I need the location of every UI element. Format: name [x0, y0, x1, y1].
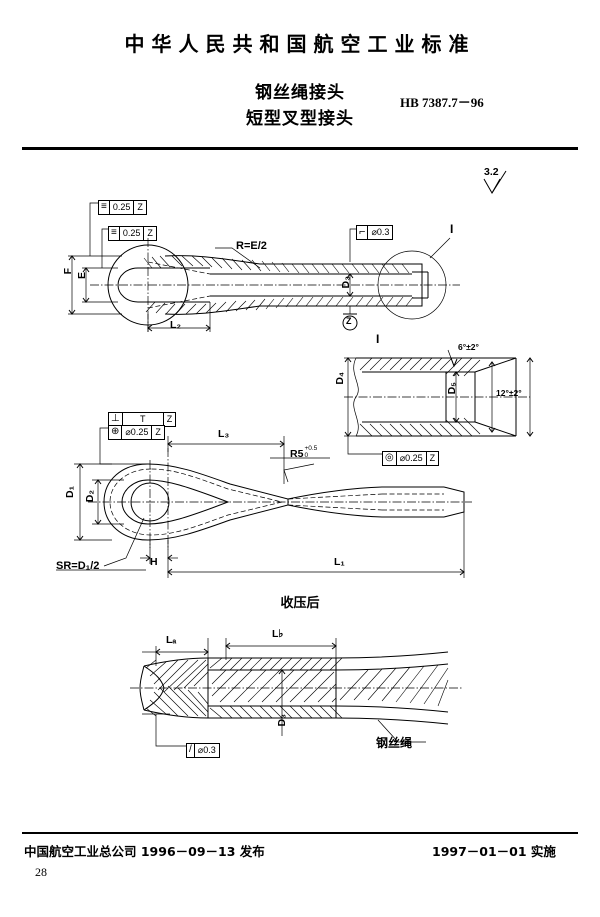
- detail-view-title: I: [376, 332, 380, 346]
- dim-D3-label: D₃: [340, 276, 352, 289]
- radius-tolerance-note: R5 +0.5 0: [290, 444, 317, 462]
- dim-F-label: F: [62, 268, 74, 275]
- main-fcf-top-tolerance: T: [123, 412, 164, 426]
- radius-tol-lower: 0: [304, 451, 309, 459]
- bottom-view-title: 收压后: [0, 592, 600, 611]
- page-title: 钢丝绳接头 短型叉型接头: [0, 80, 600, 132]
- organization-title: 中华人民共和国航空工业标准: [124, 32, 476, 56]
- radius-value: R5: [290, 448, 304, 460]
- fcf-symmetry-1: ≡ 0.25 Z: [98, 196, 147, 215]
- fcf1-datum: Z: [137, 201, 143, 212]
- fcf3-symbol: ⌐: [357, 226, 369, 239]
- main-fcf-bottom-tolerance: ⌀0.25: [122, 425, 153, 439]
- dim-D1-label: D₁: [64, 486, 76, 498]
- fcf3-tolerance: ⌀0.3: [371, 227, 390, 237]
- dim-D5-label: D₅: [446, 382, 458, 395]
- fcf-position: ⊕ ⌀0.25 Z: [108, 421, 165, 440]
- footer-issuer: 中国航空工业总公司 1996－09－13 发布: [24, 844, 265, 859]
- detail-callout-I: I: [450, 222, 454, 236]
- bottom-fcf-tolerance: ⌀0.3: [197, 744, 216, 755]
- main-fcf-top-symbol: ⊥: [109, 412, 123, 426]
- main-fcf-bottom-symbol: ⊕: [109, 425, 123, 439]
- dim-H-label: H: [150, 556, 158, 568]
- fcf-symmetry-2: ≡ 0.25 Z: [108, 222, 157, 241]
- main-view-drawing: ⊥ T Z ⊕ ⌀0.25 Z: [52, 408, 482, 593]
- main-fcf-bottom-datum: Z: [155, 426, 161, 437]
- fcf-profile-bottom: / ⌀0.3: [186, 739, 220, 758]
- dim-L1-label: L₁: [334, 556, 345, 568]
- sphere-radius-note: SR=D₁/2: [56, 560, 100, 572]
- fcf1-symbol: ≡: [99, 200, 110, 214]
- bottom-view-drawing: Lₐ L♭ D₃ / ⌀0.3 钢丝绳: [130, 618, 470, 758]
- detail-fcf-datum: Z: [429, 452, 436, 463]
- doc-title-line-2: 短型叉型接头: [246, 109, 354, 129]
- dim-Lb-label: L♭: [272, 628, 284, 640]
- fcf2-datum: Z: [147, 227, 153, 238]
- dim-D4-label: D₄: [334, 372, 346, 385]
- dim-L3-label: L₃: [218, 428, 230, 440]
- detail-fcf-tolerance: ⌀0.25: [397, 451, 427, 465]
- dim-L2-label: L₂: [170, 319, 182, 331]
- surface-finish-value: 3.2: [484, 166, 499, 178]
- footer-divider: [22, 832, 578, 834]
- fcf2-tolerance: 0.25: [120, 226, 145, 240]
- radius-note: R=E/2: [236, 240, 267, 252]
- radius-tol-upper: +0.5: [304, 445, 318, 453]
- datum-z-label: Z: [346, 316, 352, 326]
- header-divider: [22, 147, 578, 150]
- page-number: 28: [35, 865, 47, 879]
- fcf-concentricity-detail: ◎ ⌀0.25 Z: [382, 447, 440, 466]
- detail-view-I: I: [330, 332, 570, 472]
- dim-E-label: E: [76, 272, 88, 280]
- bottom-fcf-symbol: /: [187, 743, 195, 757]
- wire-rope-label: 钢丝绳: [376, 736, 413, 750]
- main-fcf-top-datum: Z: [166, 413, 173, 424]
- dim-D3-bottom-label: D₃: [276, 714, 288, 727]
- footer-effective-date: 1997－01－01 实施: [432, 844, 556, 859]
- angle-12-label: 12°±2°: [496, 388, 522, 398]
- detail-fcf-symbol: ◎: [383, 451, 397, 465]
- fcf2-symbol: ≡: [109, 226, 120, 240]
- bottom-view-title-text: 收压后: [280, 596, 320, 611]
- top-view-drawing: ≡ 0.25 Z ≡ 0.25 Z ⌐ ⌀0.3: [60, 196, 480, 346]
- angle-6-label: 6°±2°: [458, 342, 479, 352]
- doc-title-line-1: 钢丝绳接头: [255, 83, 345, 103]
- standard-number: HB 7387.7－96: [400, 95, 484, 110]
- fcf1-tolerance: 0.25: [110, 200, 135, 214]
- dim-La-label: Lₐ: [166, 634, 177, 646]
- dim-D2-label: D₂: [84, 490, 96, 503]
- fcf-straightness: ⌐ ⌀0.3: [356, 222, 394, 240]
